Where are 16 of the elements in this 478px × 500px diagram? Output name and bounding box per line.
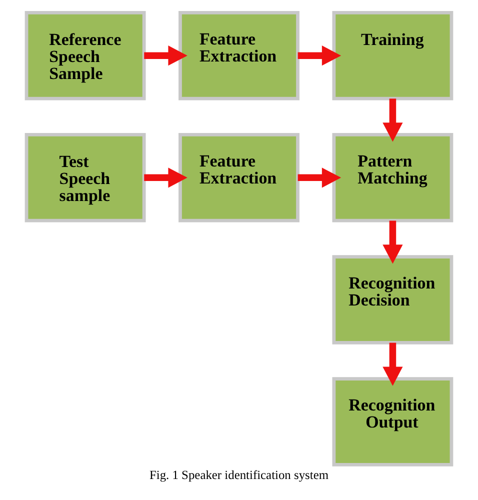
arrow [144, 46, 188, 66]
node-box: Pattern Matching [332, 133, 454, 222]
arrow [382, 342, 403, 386]
arrow [382, 98, 403, 142]
node-box: Training [332, 10, 454, 100]
node-box: Feature Extraction [178, 133, 300, 222]
node-box: Recognition Decision [332, 255, 454, 344]
caption: Fig. 1 Speaker identification system [149, 468, 329, 482]
arrow [144, 168, 188, 188]
arrow [298, 168, 342, 188]
arrow [298, 46, 342, 66]
arrow [382, 220, 403, 264]
node-box: Test Speech sample [24, 133, 146, 222]
node-box: Feature Extraction [178, 10, 300, 100]
node-box: Recognition Output [332, 377, 454, 466]
node-box: Reference Speech Sample [24, 10, 146, 100]
